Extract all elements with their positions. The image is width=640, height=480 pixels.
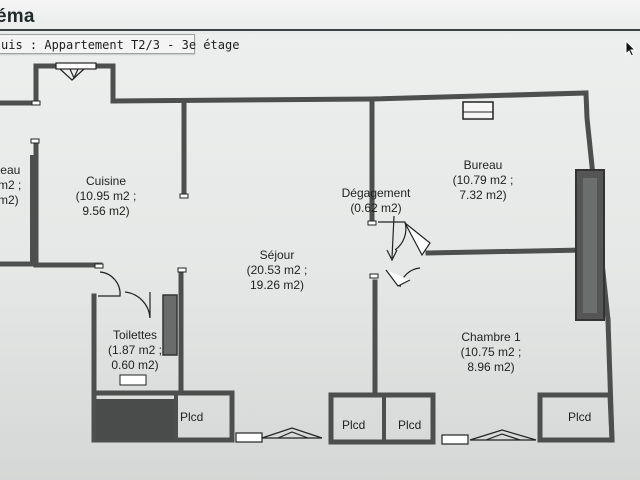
wall-right-lower	[605, 317, 615, 443]
wall-bottom-2	[328, 392, 436, 445]
door-arrow	[386, 215, 398, 262]
door-arc	[124, 291, 151, 319]
outlet-marker	[179, 193, 189, 199]
closet-label: Plcd	[180, 410, 204, 424]
radiator-icon	[462, 101, 494, 120]
outlet-marker	[94, 263, 104, 269]
room-label-chambre-1: Chambre 1(10.75 m2 ;8.96 m2)	[460, 330, 522, 374]
door-arc	[98, 271, 121, 297]
outlet-marker	[369, 273, 379, 279]
room-label-sejour: Séjour(20.53 m2 ;19.26 m2)	[246, 248, 308, 292]
room-label-cuisine: Cuisine(10.95 m2 ;9.56 m2)	[75, 174, 137, 218]
title-divider	[0, 29, 640, 31]
wall-top-left	[0, 63, 611, 323]
closet-label: Plcd	[568, 410, 592, 424]
door-leaf	[404, 222, 431, 257]
room-label-bureau: Bureau(10.79 m2 ;7.32 m2)	[452, 158, 514, 202]
title-bar: éma	[0, 0, 640, 34]
plan-selector[interactable]: uis : Appartement T2/3 - 3e étage	[0, 34, 239, 54]
wall-pillar	[30, 155, 37, 265]
window-icon	[55, 62, 537, 445]
room-label-toilettes: Toilettes(1.87 m2 ;0.60 m2)	[107, 328, 163, 372]
wardrobe-inner	[583, 178, 597, 313]
wall-bottom-1	[91, 390, 235, 443]
sink-marker	[119, 374, 147, 386]
door-leaf	[385, 269, 411, 287]
closet-label: Plcd	[398, 418, 422, 432]
outlet-marker	[367, 220, 377, 226]
wall-chambre-top	[425, 247, 585, 256]
closet-label: Plcd	[342, 418, 366, 432]
door-arc	[378, 221, 407, 251]
outlet-marker	[31, 100, 41, 106]
outlet-marker	[30, 138, 40, 144]
page-title: éma	[0, 6, 35, 27]
toilet-cistern	[162, 294, 178, 356]
storage-block	[96, 399, 174, 440]
mouse-pointer-icon	[625, 40, 637, 57]
outlet-marker	[177, 267, 187, 273]
room-label-degagement: Dégagement(0.62 m2)	[341, 186, 411, 215]
